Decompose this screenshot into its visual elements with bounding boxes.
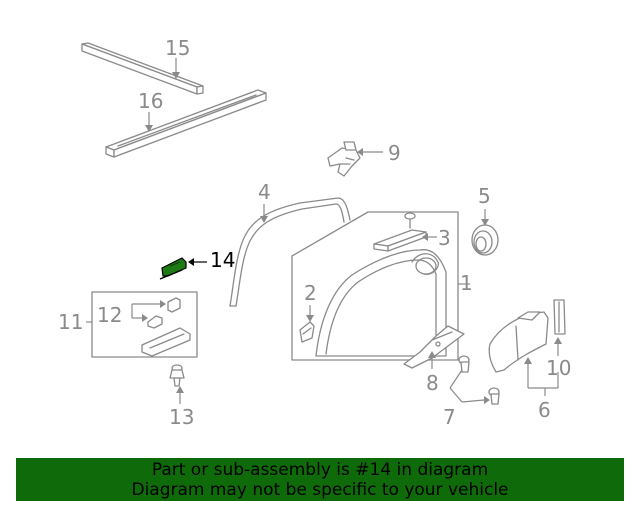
part-10-strip[interactable] [553, 299, 566, 335]
callout-5-label: 5 [478, 184, 491, 208]
callout-7: 7 [443, 369, 490, 429]
callout-1: 1 [458, 271, 473, 295]
callout-16: 16 [138, 89, 163, 132]
part-15-rail-strip[interactable] [81, 42, 204, 95]
callout-13: 13 [169, 386, 194, 429]
part-2-clip[interactable] [299, 321, 315, 343]
part-14-bracket-highlighted[interactable] [159, 257, 187, 280]
part-6-liner[interactable] [488, 311, 549, 373]
part-1-fender-panel-box[interactable] [291, 211, 459, 361]
part-7-fasteners[interactable] [458, 355, 500, 405]
callout-1-label: 1 [460, 271, 473, 295]
callout-2: 2 [304, 281, 317, 322]
callout-16-label: 16 [138, 89, 163, 113]
callout-12-label: 12 [97, 303, 122, 327]
part-13-push-pin[interactable] [169, 364, 185, 387]
footer-notice-line-2: Diagram may not be specific to your vehi… [131, 480, 509, 500]
part-11-clip-kit-box[interactable] [91, 291, 198, 358]
footer-notice-banner: Part or sub-assembly is #14 in diagram D… [16, 458, 624, 501]
footer-notice-line-1: Part or sub-assembly is #14 in diagram [151, 460, 489, 480]
callout-15: 15 [165, 36, 190, 79]
part-16-sill-plate[interactable] [105, 89, 267, 158]
callout-5: 5 [478, 184, 491, 226]
callout-4-label: 4 [258, 180, 271, 204]
callout-11-label: 11 [58, 310, 83, 334]
callout-9-label: 9 [388, 141, 401, 165]
callout-6: 6 [524, 357, 559, 422]
part-5-cap[interactable] [471, 224, 499, 256]
callout-2-label: 2 [304, 281, 317, 305]
callout-14-label: 14 [210, 248, 235, 272]
part-3-molding[interactable] [373, 212, 427, 252]
callout-10-label: 10 [546, 356, 571, 380]
callout-13-label: 13 [169, 405, 194, 429]
callout-10: 10 [546, 337, 571, 380]
callout-3-label: 3 [438, 226, 451, 250]
callout-4: 4 [258, 180, 271, 223]
part-9-latch-bracket[interactable] [327, 141, 361, 177]
parts-diagram: 15 16 9 4 [58, 36, 571, 429]
callout-3: 3 [422, 226, 451, 250]
callout-8: 8 [426, 351, 439, 395]
callout-8-label: 8 [426, 371, 439, 395]
part-8-bracket[interactable] [403, 325, 465, 369]
callout-7-label: 7 [443, 405, 456, 429]
callout-6-label: 6 [538, 398, 551, 422]
callout-12: 12 [97, 300, 166, 327]
callout-11: 11 [58, 310, 92, 334]
callout-15-label: 15 [165, 36, 190, 60]
callout-9: 9 [357, 141, 401, 165]
callout-14: 14 [188, 248, 235, 272]
